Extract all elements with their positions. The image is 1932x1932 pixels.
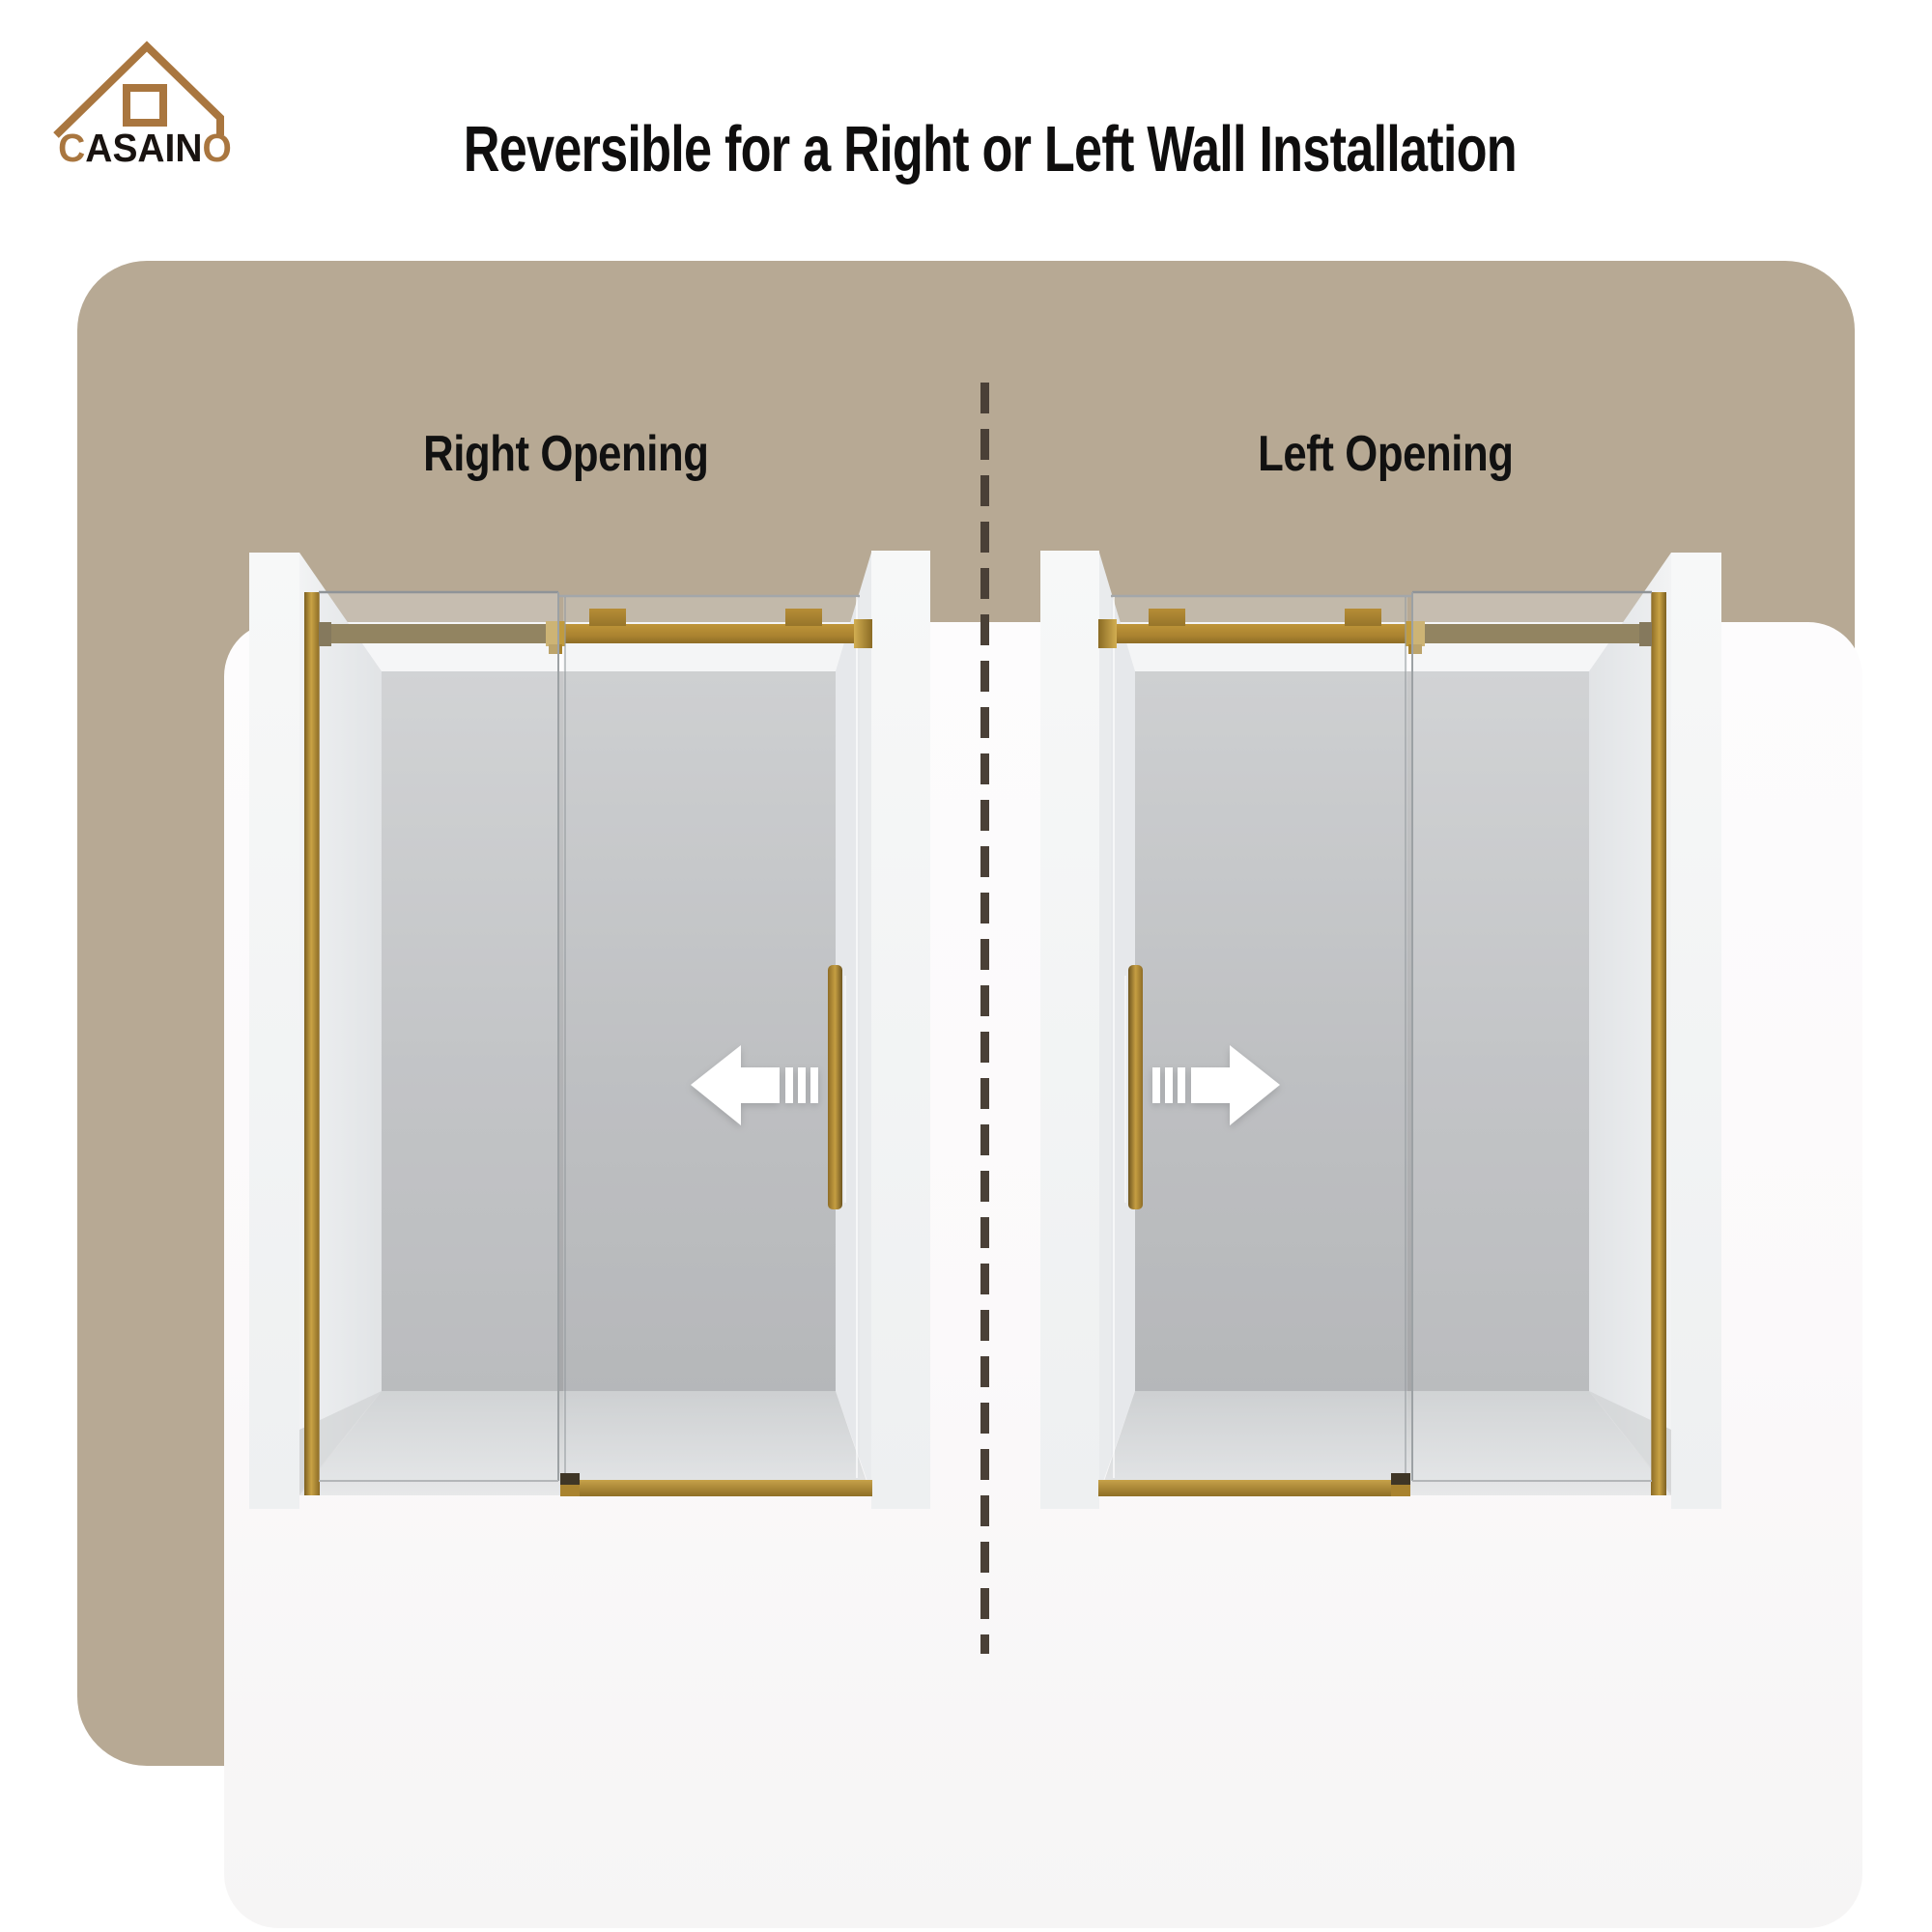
brand-letter-o: O (202, 126, 232, 170)
house-roof-icon (53, 41, 224, 138)
dashed-divider (980, 383, 989, 1654)
brand-logo: CASAINO (50, 35, 240, 180)
brand-name: CASAINO (55, 126, 235, 171)
right-opening-label: Right Opening (423, 426, 709, 482)
brand-letter-c: C (58, 126, 86, 170)
left-opening-label: Left Opening (1257, 426, 1514, 482)
white-canvas (224, 622, 1862, 1928)
brand-letters-mid: ASAIN (85, 126, 203, 170)
beige-frame-panel (77, 261, 1862, 1928)
page-title: Reversible for a Right or Left Wall Inst… (463, 113, 1518, 185)
